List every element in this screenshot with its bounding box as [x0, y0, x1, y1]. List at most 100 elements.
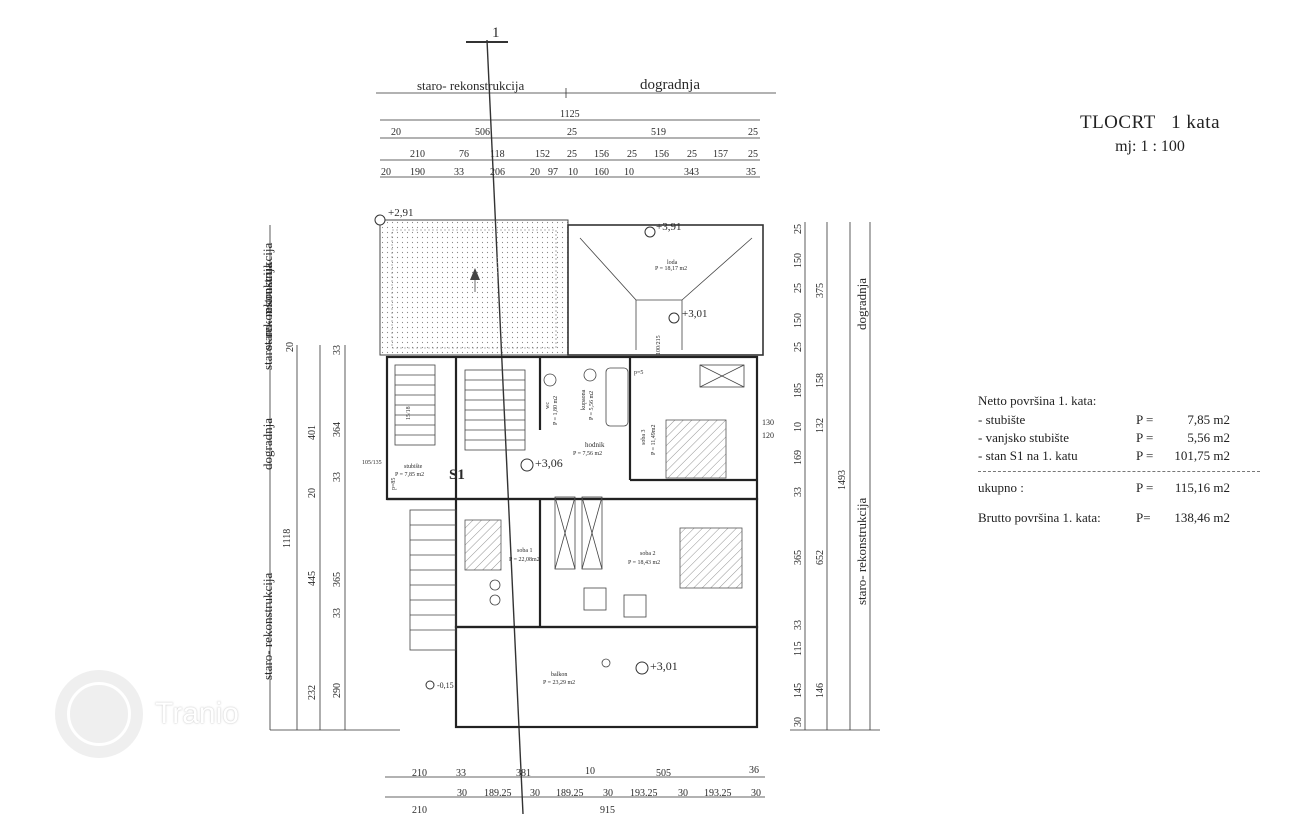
right-dim-a-9: 365 [793, 550, 804, 565]
hall-area: +3,06 hodnik P = 7,56 m2 [520, 441, 605, 472]
left-dim-a-2: 20 [307, 488, 318, 498]
area-row-p: P = [1136, 448, 1154, 463]
area-divider [978, 471, 1260, 472]
left-dim-a-4: 232 [307, 685, 318, 700]
stairs: 15/18 stubište P = 7,85 m2 105/135 p=85 … [362, 364, 526, 690]
right-label-bottom: staro- rekonstrukcija [854, 498, 869, 605]
level-loda-top: +3,91 [656, 221, 681, 233]
hodnik-name: hodnik [585, 441, 605, 449]
plan-title: TLOCRT 1 kata [1079, 112, 1221, 133]
area-header: Netto površina 1. kata: [978, 393, 1097, 408]
dim-row2-4: 25 [567, 149, 577, 160]
level-marker-icon [644, 226, 656, 238]
dim-row3-0: 20 [381, 167, 391, 178]
top-dimensions: staro- rekonstrukcija dogradnja 1125 20 … [376, 77, 776, 178]
dim-row1-3: 519 [651, 127, 666, 138]
left-dim-b-1: 364 [332, 422, 343, 437]
dim-row2-10: 25 [748, 149, 758, 160]
right-dim-a-12: 145 [793, 683, 804, 698]
door-a: p=5 [634, 370, 643, 376]
terrace-area: +2,91 [374, 207, 569, 356]
soba2-name: soba 2 [640, 551, 656, 557]
watermark: Tranio [55, 670, 239, 758]
kupaona-name: kupaona [581, 389, 587, 410]
level-marker-icon [668, 312, 680, 324]
level-marker-icon [635, 661, 649, 675]
dim-row2-5: 156 [594, 149, 609, 160]
left-dim-a-0: 20 [285, 342, 296, 352]
level-hall: +3,06 [535, 456, 563, 470]
bottom-row2-2: 30 [530, 788, 540, 799]
dim-row2-3: 152 [535, 149, 550, 160]
right-label-top: dogradnja [854, 278, 869, 330]
dim-overall: 1125 [560, 109, 580, 120]
area-total-value: 115,16 m2 [1174, 480, 1230, 495]
area-row-label: - stubište [978, 412, 1026, 427]
left-dim-b-5: 290 [332, 683, 343, 698]
soba3-area: soba 3 P = 11,49m2 [641, 364, 745, 479]
door-b: p=85 [391, 478, 397, 490]
right-dim-a-8: 33 [793, 487, 804, 497]
balkon-area: P = 23,29 m2 [543, 680, 575, 686]
watermark-text: Tranio [155, 697, 239, 730]
level-terrace: +2,91 [388, 207, 413, 219]
bottom-row3-1: 915 [600, 805, 615, 814]
left-dim-b-3: 365 [332, 572, 343, 587]
dim-row2-2: 118 [490, 149, 505, 160]
stubiste-name: stubište [404, 464, 423, 470]
top-label-right: dogradnja [640, 77, 700, 93]
area-summary: Netto površina 1. kata: - stubište P = 7… [978, 393, 1260, 527]
top-label-left: staro- rekonstrukcija [417, 78, 524, 93]
level-marker-icon [425, 680, 435, 690]
right-dim-b-3: 652 [815, 550, 826, 565]
dim-row3-1: 190 [410, 167, 425, 178]
wc-area: P = 1,80 m2 [553, 396, 559, 425]
area-total-p: P = [1136, 480, 1154, 495]
right-dim-b-4: 146 [815, 683, 826, 698]
title-block: TLOCRT 1 kata mj: 1 : 100 [1060, 112, 1240, 156]
dim-row3-7: 160 [594, 167, 609, 178]
dim-row2-1: 76 [459, 149, 469, 160]
area-row-p: P = [1136, 412, 1154, 427]
dim-row1-1: 506 [475, 127, 490, 138]
plan-scale: mj: 1 : 100 [1115, 138, 1185, 155]
right-dim-a-13: 30 [793, 717, 804, 727]
bottom-row2-3: 189.25 [556, 788, 584, 799]
bottom-row1-0: 210 [412, 768, 427, 779]
area-row: - vanjsko stubište P = 5,56 m2 [978, 429, 1260, 447]
area-row-label: - stan S1 na 1. katu [978, 448, 1078, 463]
right-dim-b-0: 375 [815, 283, 826, 298]
right-dim-a-11: 115 [793, 641, 804, 656]
window-b: 105/135 [362, 460, 382, 466]
dim-row1-4: 25 [748, 127, 758, 138]
bottom-row1-1: 33 [456, 768, 466, 779]
dim-row3-6: 10 [568, 167, 578, 178]
dim-row2-6: 25 [627, 149, 637, 160]
level-loda: +3,01 [682, 308, 707, 320]
bottom-row2-4: 30 [603, 788, 613, 799]
level-marker-icon [520, 458, 534, 472]
right-dim-b-1: 158 [815, 373, 826, 388]
soba1-area: P = 22,08m2 [509, 557, 540, 563]
right-total: 1493 [837, 470, 848, 490]
area-total-label: ukupno : [978, 480, 1024, 495]
area-row-p: P = [1136, 430, 1154, 445]
level-ground: -0,15 [437, 681, 454, 690]
area-brutto-row: Brutto površina 1. kata: P= 138,46 m2 [978, 509, 1260, 527]
area-row-label: - vanjsko stubište [978, 430, 1069, 445]
east-dim-0: 130 [762, 418, 774, 427]
dim-row2-7: 156 [654, 149, 669, 160]
bottom-row2-8: 30 [751, 788, 761, 799]
tranio-logo-icon [55, 670, 143, 758]
loda-area: +3,91 +3,01 loda P = 18,17 m2 100/215 [567, 221, 764, 356]
dim-row3-9: 343 [684, 167, 699, 178]
left-dim-a-1: 401 [307, 425, 318, 440]
right-dim-b-2: 132 [815, 418, 826, 433]
dim-row2-9: 157 [713, 149, 728, 160]
soba2-area: P = 18,43 m2 [628, 560, 660, 566]
dim-row3-10: 35 [746, 167, 756, 178]
level-balkon: +3,01 [650, 659, 678, 673]
left-label-outer-top: staro- rekonstrukcija [260, 243, 275, 350]
right-dim-a-6: 10 [793, 422, 804, 432]
stubiste-area: P = 7,85 m2 [395, 472, 424, 478]
